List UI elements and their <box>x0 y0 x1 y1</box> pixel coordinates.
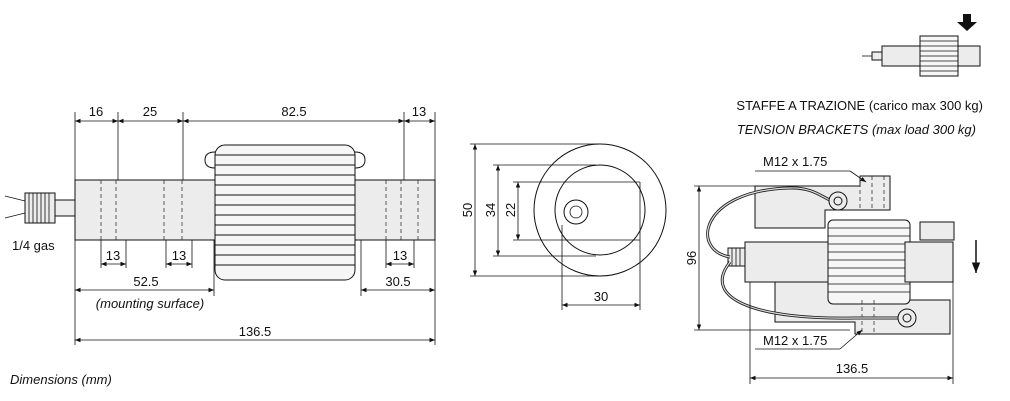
side-view: 16 25 82.5 13 1/4 gas 13 13 13 52.5 (mou… <box>4 104 436 345</box>
dim-136-5-label: 136.5 <box>239 324 272 339</box>
down-arrow-icon <box>957 14 977 31</box>
dim-13-b-label: 13 <box>172 248 186 263</box>
dim-96-label: 96 <box>684 251 699 265</box>
tension-brackets-view: STAFFE A TRAZIONE (carico max 300 kg) TE… <box>684 98 983 384</box>
bolt-top-label: M12 x 1.75 <box>763 154 827 169</box>
end-view: 50 34 22 30 <box>460 143 667 310</box>
dim-30-label: 30 <box>594 289 608 304</box>
brackets-title-it: STAFFE A TRAZIONE (carico max 300 kg) <box>736 98 983 113</box>
dim-13-c-label: 13 <box>393 248 407 263</box>
dim-50-label: 50 <box>460 203 475 217</box>
mounting-surface-note: (mounting surface) <box>96 296 204 311</box>
bolt-bottom-label: M12 x 1.75 <box>763 333 827 348</box>
dim-136-5-bracket-label: 136.5 <box>836 361 869 376</box>
dim-25-label: 25 <box>143 104 157 119</box>
dim-30-5-label: 30.5 <box>385 274 410 289</box>
dim-13-a-label: 13 <box>106 248 120 263</box>
brackets-title-en: TENSION BRACKETS (max load 300 kg) <box>737 122 976 137</box>
thread-label: 1/4 gas <box>12 238 55 253</box>
dim-16-label: 16 <box>89 104 103 119</box>
dim-34-label: 34 <box>483 203 498 217</box>
dim-52-5-label: 52.5 <box>133 274 158 289</box>
dim-13-top-label: 13 <box>412 104 426 119</box>
dim-82-5-label: 82.5 <box>281 104 306 119</box>
load-direction-thumbnail <box>862 14 981 77</box>
units-note: Dimensions (mm) <box>10 372 112 387</box>
dim-22-label: 22 <box>503 203 518 217</box>
